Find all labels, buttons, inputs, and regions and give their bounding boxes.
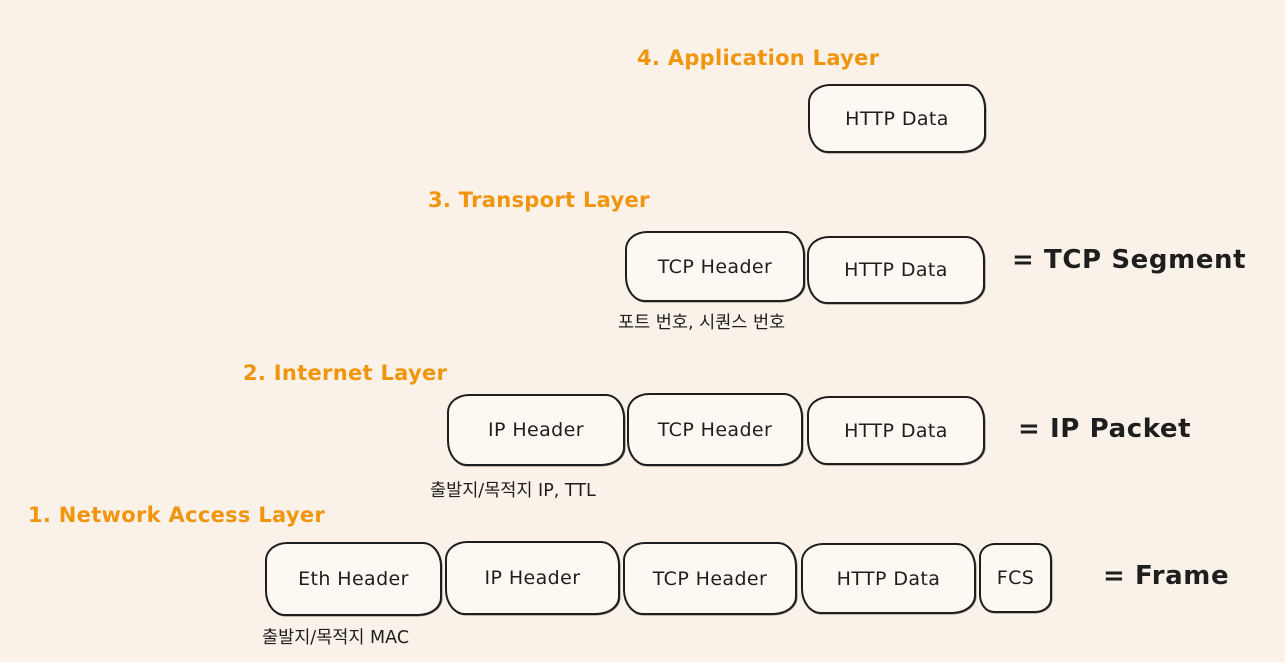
transport-tcp-header-box: TCP Header: [625, 231, 805, 302]
network-eth-header-box: Eth Header: [265, 542, 442, 616]
network-tcp-header-box: TCP Header: [623, 542, 797, 615]
box-label: HTTP Data: [844, 259, 948, 281]
network-result-label: = Frame: [1103, 561, 1230, 591]
box-label: HTTP Data: [836, 567, 941, 590]
network-http-data-box: HTTP Data: [801, 543, 976, 614]
transport-layer-title: 3. Transport Layer: [428, 188, 650, 212]
box-label: IP Header: [488, 419, 584, 441]
box-label: TCP Header: [652, 567, 768, 590]
network-ip-header-box: IP Header: [445, 541, 620, 615]
box-label: HTTP Data: [844, 419, 948, 442]
network-access-layer-title: 1. Network Access Layer: [28, 503, 326, 527]
internet-result-label: = IP Packet: [1018, 414, 1192, 444]
transport-annotation: 포트 번호, 시퀀스 번호: [618, 313, 786, 333]
internet-layer-title: 2. Internet Layer: [243, 361, 448, 385]
internet-annotation: 출발지/목적지 IP, TTL: [430, 481, 596, 501]
box-label: IP Header: [484, 567, 581, 589]
transport-result-label: = TCP Segment: [1012, 245, 1247, 275]
application-http-data-box: HTTP Data: [808, 84, 986, 153]
box-label: FCS: [996, 567, 1035, 589]
box-label: HTTP Data: [845, 107, 949, 130]
network-annotation: 출발지/목적지 MAC: [262, 628, 410, 648]
box-label: TCP Header: [657, 418, 773, 441]
application-layer-title: 4. Application Layer: [637, 46, 880, 70]
network-fcs-box: FCS: [979, 543, 1052, 613]
internet-ip-header-box: IP Header: [447, 394, 625, 466]
box-label: TCP Header: [657, 255, 773, 278]
internet-http-data-box: HTTP Data: [807, 396, 985, 465]
transport-http-data-box: HTTP Data: [807, 236, 985, 304]
internet-tcp-header-box: TCP Header: [627, 393, 803, 466]
box-label: Eth Header: [298, 568, 409, 590]
